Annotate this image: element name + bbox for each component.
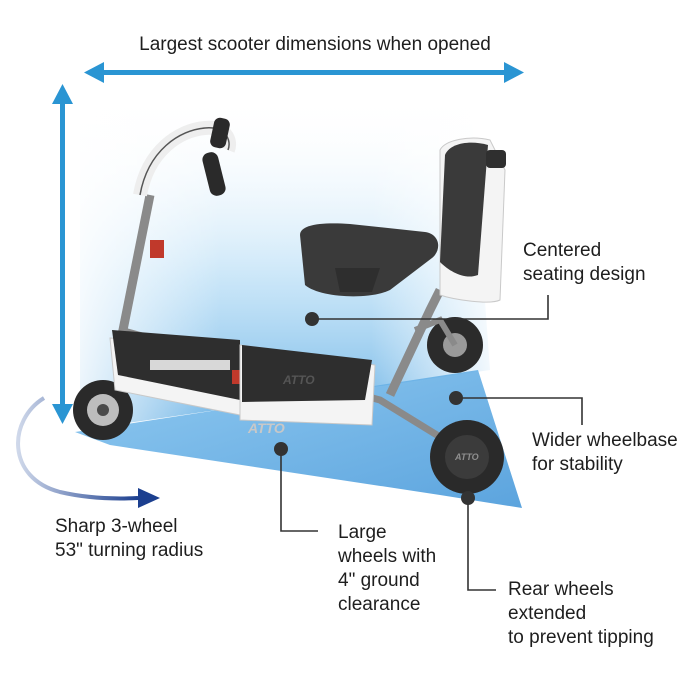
- callout-line: Centered: [523, 240, 602, 261]
- scooter-illustration: ATTO ATTO ATTO: [73, 117, 506, 494]
- callout-line: Wider wheelbase: [532, 430, 678, 451]
- callout-line: 53" turning radius: [55, 540, 204, 561]
- callout-line: to prevent tipping: [508, 627, 654, 648]
- callout-dot-icon: [449, 391, 463, 405]
- callout-large-wheels: Large wheels with 4" ground clearance: [338, 521, 436, 617]
- callout-dot-icon: [305, 312, 319, 326]
- ground-footprint: [75, 370, 522, 508]
- callout-line: wheels with: [338, 546, 437, 567]
- callout-line: seating design: [523, 264, 646, 285]
- callout-line: extended: [508, 603, 587, 624]
- brand-logo-deck: ATTO: [247, 420, 285, 436]
- callout-turning-radius: Sharp 3-wheel 53" turning radius: [55, 515, 203, 563]
- callout-line: Rear wheels: [508, 579, 614, 600]
- callout-dot-icon: [461, 491, 475, 505]
- callout-leaders: [280, 295, 583, 591]
- callout-centered-seating: Centered seating design: [523, 239, 646, 287]
- callout-line: clearance: [338, 594, 421, 615]
- turning-arc-arrow-icon: [16, 396, 160, 508]
- dimensions-title: Largest scooter dimensions when opened: [139, 34, 491, 55]
- callout-dot-icon: [274, 442, 288, 456]
- double-arrow-vertical-icon: [52, 84, 73, 424]
- callout-line: 4" ground: [338, 570, 420, 591]
- callout-line: Sharp 3-wheel: [55, 516, 178, 537]
- double-arrow-horizontal-icon: [84, 62, 524, 83]
- callout-wider-wheelbase: Wider wheelbase for stability: [532, 429, 678, 477]
- callout-rear-wheels: Rear wheels extended to prevent tipping: [508, 578, 654, 650]
- brand-logo-deck-inset: ATTO: [282, 373, 315, 387]
- brand-logo-wheel: ATTO: [454, 452, 479, 462]
- callout-line: for stability: [532, 454, 623, 475]
- callout-line: Large: [338, 522, 387, 543]
